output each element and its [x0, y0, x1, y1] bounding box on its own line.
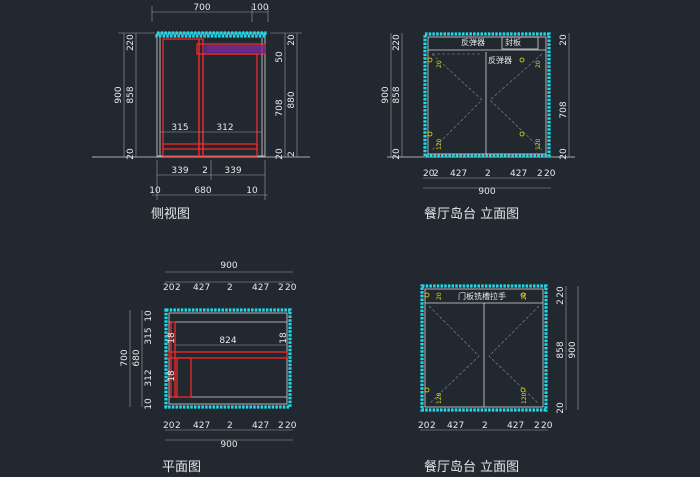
plan-bottom-427b: 427 [252, 421, 269, 431]
side-right-880: 880 [287, 91, 297, 108]
elev1-height-bottom: 20 [392, 148, 402, 160]
plan-bottom-2mid: 2 [227, 421, 233, 431]
plan-left-700: 700 [120, 349, 130, 366]
elev2-bottom-20b: 20 [541, 421, 553, 431]
side-view-title: 侧视图 [151, 207, 190, 222]
elev1-height-top: 20 [392, 34, 402, 46]
plan-width-824: 824 [219, 336, 236, 346]
plan-left-315: 315 [144, 327, 154, 344]
elev2-bottom-20a: 20 [418, 421, 430, 431]
elev1-tag-1: 20 [436, 60, 443, 68]
elev2-door-handle-label: 门板铣槽拉手 [458, 291, 506, 301]
side-top-width: 700 [193, 3, 210, 13]
elev1-tag-2: 120 [436, 138, 443, 150]
side-height-gap: 2 [126, 45, 136, 51]
plan-view: 900 20 2 427 2 427 2 20 824 700 680 10 3… [120, 261, 297, 475]
elev2-tag-4: 120 [521, 392, 528, 404]
elev1-height-gap: 2 [392, 45, 402, 51]
plan-bottom-427a: 427 [193, 421, 210, 431]
elev1-bottom-20a: 20 [423, 169, 435, 179]
plan-top-427a: 427 [193, 283, 210, 293]
side-right-708: 708 [275, 99, 285, 116]
plan-top-total: 900 [220, 261, 237, 271]
side-view: 700 100 315 312 900 858 20 2 20 [92, 3, 310, 222]
elev1-right-20: 20 [559, 148, 569, 160]
elev2-bottom-2b: 2 [534, 421, 540, 431]
elev1-reflector2-label: 反弹器 [488, 55, 512, 65]
elevation-1: 反弹器 封板 反弹器 20 120 20 120 900 858 20 2 20… [381, 32, 575, 222]
side-height-mid: 858 [126, 86, 136, 103]
plan-top-20a: 20 [163, 283, 175, 293]
side-bottom-mid: 2 [202, 166, 208, 176]
elev2-right-20: 20 [556, 286, 566, 298]
elev2-right-858: 858 [556, 341, 566, 358]
elev1-seal-board-label: 封板 [505, 37, 521, 47]
plan-inner-18b: 18 [167, 370, 177, 382]
elev2-title: 餐厅岛台 立面图 [424, 459, 519, 475]
elev1-bottom-427b: 427 [510, 169, 527, 179]
side-right-top: 20 [287, 34, 297, 46]
side-bottom-edge-right: 10 [246, 186, 258, 196]
plan-left-10a: 10 [144, 310, 154, 322]
side-right-20: 20 [275, 148, 285, 160]
plan-bottom-20b: 20 [285, 421, 297, 431]
plan-bottom-2a: 2 [175, 421, 181, 431]
elev2-bottom-2a: 2 [430, 421, 436, 431]
elev2-right-2: 2 [556, 299, 566, 305]
side-top-ext: 100 [251, 3, 268, 13]
elev1-bottom-total: 900 [478, 187, 495, 197]
elev2-right-900: 900 [568, 341, 578, 358]
elev1-title: 餐厅岛台 立面图 [424, 206, 519, 222]
elevation-2: 门板铣槽拉手 20 120 20 120 20 2 858 900 20 20 … [418, 284, 579, 475]
elev1-bottom-2a: 2 [433, 169, 439, 179]
side-bottom-left: 339 [171, 166, 188, 176]
elev1-tag-3: 20 [535, 60, 542, 68]
plan-top-2b: 2 [278, 283, 284, 293]
side-height-top: 20 [126, 34, 136, 46]
elev1-bottom-2mid: 2 [485, 169, 491, 179]
elev2-bottom-427a: 427 [447, 421, 464, 431]
plan-left-312: 312 [144, 369, 154, 386]
plan-top-427b: 427 [252, 283, 269, 293]
elev1-tag-4: 120 [535, 138, 542, 150]
elev1-right-708: 708 [559, 101, 569, 118]
elev1-bottom-20b: 20 [544, 169, 556, 179]
elev1-bottom-427a: 427 [450, 169, 467, 179]
elev1-right-top: 20 [559, 34, 569, 46]
plan-top-2a: 2 [175, 283, 181, 293]
elev2-right-20b: 20 [556, 402, 566, 414]
elev1-height-mid: 858 [392, 86, 402, 103]
elev1-bottom-2b: 2 [537, 169, 543, 179]
side-height-total: 900 [114, 86, 124, 103]
elev1-height-total: 900 [381, 86, 391, 103]
elev1-reflector-label: 反弹器 [461, 37, 485, 47]
elev2-tag-1: 20 [436, 292, 443, 300]
side-width-left: 315 [171, 123, 188, 133]
plan-left-10b: 10 [144, 398, 154, 410]
plan-bottom-2b: 2 [278, 421, 284, 431]
plan-left-680: 680 [132, 349, 142, 366]
plan-top-2mid: 2 [227, 283, 233, 293]
plan-view-title: 平面图 [162, 460, 201, 475]
plan-bottom-total: 900 [220, 440, 237, 450]
side-width-right: 312 [216, 123, 233, 133]
side-right-2: 2 [287, 151, 297, 157]
plan-right-18: 18 [279, 332, 289, 344]
side-bottom-right: 339 [224, 166, 241, 176]
plan-inner-18a: 18 [167, 332, 177, 344]
side-right-50: 50 [275, 51, 285, 63]
side-height-bottom: 20 [126, 148, 136, 160]
elev2-bottom-2mid: 2 [482, 421, 488, 431]
elev2-tag-3: 20 [521, 292, 528, 300]
elev2-bottom-427b: 427 [507, 421, 524, 431]
elev2-tag-2: 120 [436, 392, 443, 404]
plan-top-20b: 20 [285, 283, 297, 293]
side-bottom-edge-left: 10 [149, 186, 161, 196]
plan-bottom-20a: 20 [163, 421, 175, 431]
side-bottom-total: 680 [194, 186, 211, 196]
